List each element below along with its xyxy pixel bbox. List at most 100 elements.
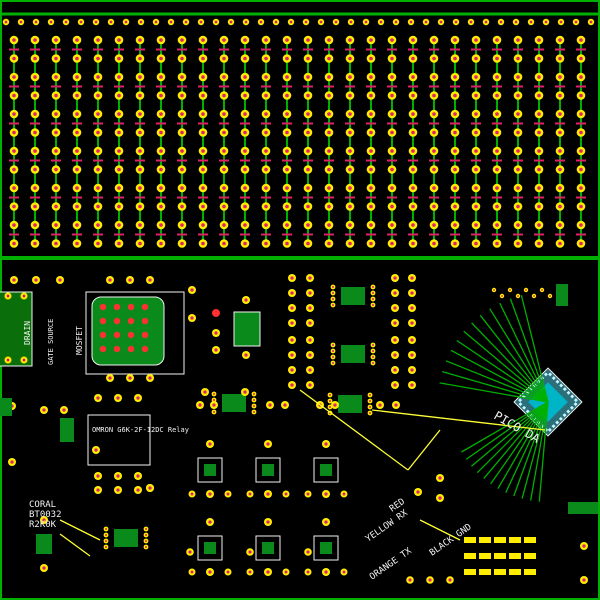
trace [509, 298, 549, 403]
pad-hole [75, 38, 79, 42]
pad-hole [284, 492, 288, 496]
pad-hole [369, 56, 373, 61]
pad-hole [410, 291, 414, 295]
pad-hole [148, 278, 152, 282]
pad-hole [306, 75, 310, 79]
drill-hole [127, 317, 135, 325]
pad-hole [222, 75, 226, 79]
pad-hole [117, 75, 121, 79]
pad-hole [453, 112, 457, 116]
pad-hole [4, 20, 8, 24]
pad-hole [327, 186, 331, 190]
pad-hole [390, 93, 394, 98]
pad-hole [34, 20, 38, 24]
pad-hole [180, 112, 184, 116]
pad-hole [285, 204, 289, 209]
pad-hole [432, 56, 436, 61]
pad-hole [22, 294, 26, 298]
silk-outline [197, 535, 223, 561]
drill-hole [127, 345, 135, 353]
pad-hole [12, 167, 16, 172]
pad-hole [138, 149, 142, 153]
pad-hole [136, 488, 140, 492]
pad-hole [493, 289, 495, 291]
pad-hole [139, 20, 143, 24]
pad-hole [369, 75, 373, 79]
pad-hole [306, 130, 310, 135]
pad-hole [495, 93, 499, 98]
pad-hole [33, 223, 37, 227]
trace [465, 401, 549, 460]
pad-hole [537, 93, 541, 98]
pad-hole [537, 38, 541, 42]
pad-hole [327, 167, 331, 172]
trace [499, 302, 549, 403]
pad-hole [274, 20, 278, 24]
drill-hole [113, 331, 121, 339]
pad-hole [208, 570, 212, 574]
pad-hole [285, 167, 289, 172]
qfn-pin [555, 420, 560, 425]
pad-hole [12, 204, 16, 209]
pad-hole [244, 353, 248, 357]
pad-hole [116, 396, 120, 400]
pad-hole [453, 223, 457, 227]
soic-body [341, 287, 365, 305]
pad-hole [75, 149, 79, 153]
pad-hole [331, 291, 335, 295]
trace [299, 389, 409, 471]
pad-hole [96, 396, 100, 400]
pad-hole [474, 130, 478, 135]
pad-hole [393, 383, 397, 387]
trace [521, 401, 549, 499]
pad-hole [264, 75, 268, 79]
pad-hole [212, 392, 216, 396]
pad-hole [159, 149, 163, 153]
pad-hole [516, 241, 520, 246]
drill-hole [113, 345, 121, 353]
pad-hole [348, 167, 352, 172]
label-coral-r: R2K0K [29, 520, 57, 530]
pad-hole [516, 204, 520, 209]
pad-hole [290, 368, 294, 372]
silk-outline [313, 535, 339, 561]
pad-hole [252, 392, 256, 396]
pad-hole [42, 518, 46, 522]
pad-hole [96, 112, 100, 116]
pad-hole [75, 112, 79, 116]
smd-pad [479, 537, 491, 543]
pad-hole [438, 496, 442, 500]
pad-hole [411, 204, 415, 209]
pad-hole [49, 20, 53, 24]
pad-hole [411, 38, 415, 42]
pad-hole [331, 297, 335, 301]
pad-hole [369, 223, 373, 227]
pad-hole [331, 355, 335, 359]
pad-hole [544, 20, 548, 24]
label-coral-id: BT0032 [29, 510, 62, 520]
pad-hole [96, 488, 100, 492]
pad-hole [495, 75, 499, 79]
pad-hole [285, 112, 289, 116]
pad-hole [284, 570, 288, 574]
pad-hole [243, 241, 247, 246]
pad-hole [333, 403, 337, 407]
pad-hole [290, 383, 294, 387]
pad-hole [348, 75, 352, 79]
pad-hole [180, 75, 184, 79]
pad-hole [138, 75, 142, 79]
soic-body [341, 345, 365, 363]
pad-hole [180, 186, 184, 190]
pad-hole [327, 75, 331, 79]
pad-hole [371, 343, 375, 347]
trace [505, 401, 549, 493]
pad-hole [243, 149, 247, 153]
pad-hole [558, 167, 562, 172]
pad-hole [159, 204, 163, 209]
pad-hole [537, 223, 541, 227]
pad-hole [516, 56, 520, 61]
pad-hole [306, 492, 310, 496]
qfn-pin [569, 405, 574, 410]
pad-hole [432, 223, 436, 227]
pad-hole [285, 38, 289, 42]
